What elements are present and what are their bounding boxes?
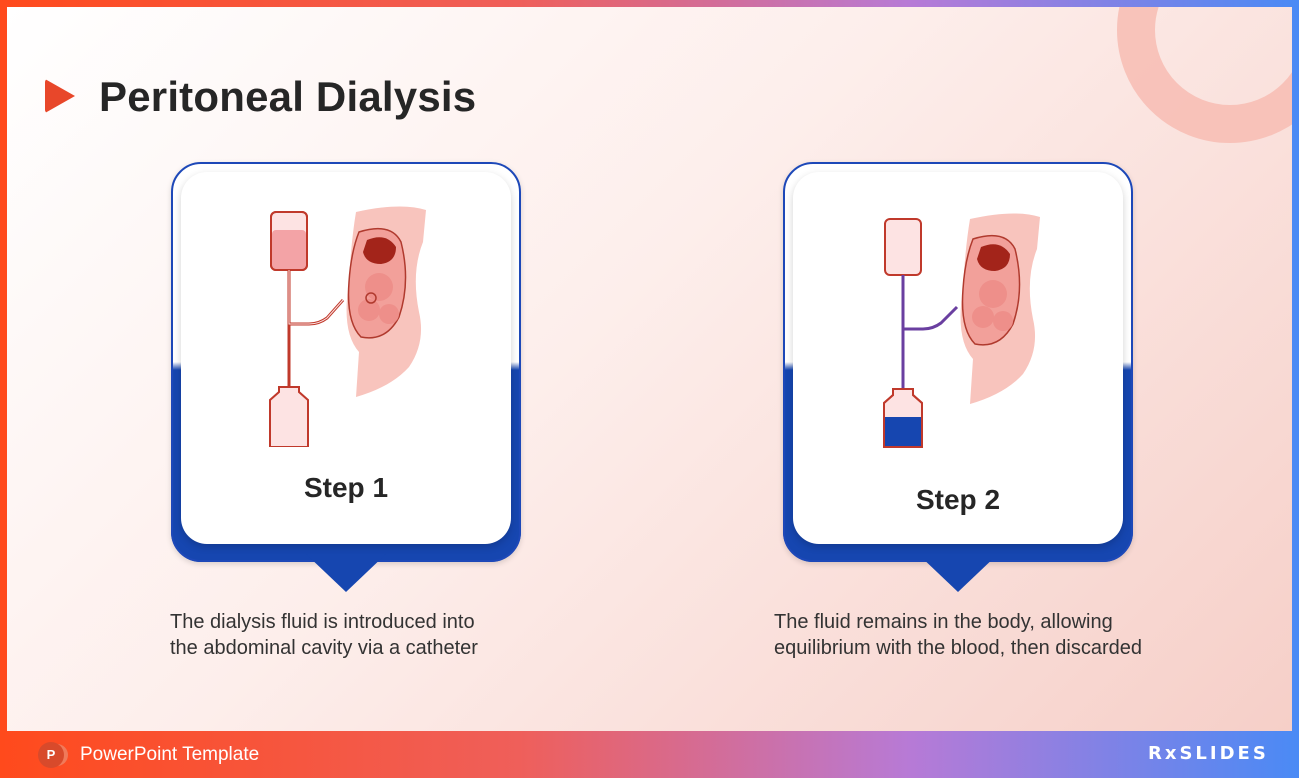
dialysis-illustration [269,206,426,447]
drain-bag-icon [883,388,923,448]
step-2-card: Step 2 [783,162,1133,592]
decorative-ring [1117,7,1292,143]
play-triangle-icon [45,79,75,113]
step-1-card: Step 1 [171,162,521,592]
card-inner: Step 2 [793,172,1123,544]
card-inner: Step 1 [181,172,511,544]
card-pointer [306,554,386,592]
step-2-label: Step 2 [915,484,1001,515]
iv-bag-icon [884,218,922,276]
slide-title: Peritoneal Dialysis [99,73,477,120]
brand-logo: RxSLIDES [1148,743,1269,764]
footer-label: PowerPoint Template [80,744,260,765]
step-2-description: The fluid remains in the body, allowing … [774,611,1142,659]
abdomen-icon [346,206,426,397]
step-1-description: The dialysis fluid is introduced into th… [170,611,478,659]
dialysis-illustration [883,213,1040,448]
card-pointer [918,554,998,592]
step-1-label: Step 1 [303,472,389,503]
abdomen-icon [960,213,1040,404]
iv-bag-icon [270,211,308,271]
drain-bag-icon [269,386,309,447]
slide: Peritoneal Dialysis [7,7,1292,731]
powerpoint-icon: P [38,742,64,768]
